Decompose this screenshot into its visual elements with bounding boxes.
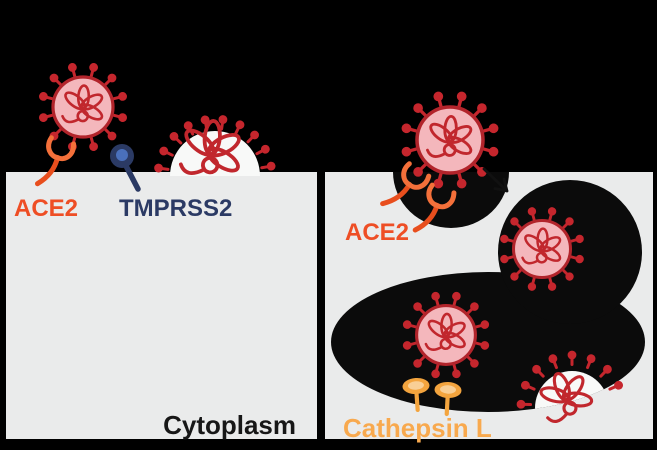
released-spikes bbox=[154, 115, 276, 173]
cell-left bbox=[6, 172, 317, 439]
escaping-spikes bbox=[516, 350, 623, 409]
tmprss2-icon bbox=[110, 144, 141, 192]
cytoplasm-label: Cytoplasm bbox=[163, 410, 296, 440]
cathepsin-l-label: Cathepsin L bbox=[343, 413, 492, 443]
endocytosis-arrow-icon bbox=[482, 167, 509, 193]
virus-particle-in-endosome bbox=[499, 206, 584, 291]
ace2-label-right: ACE2 bbox=[345, 219, 409, 246]
virus-particle-endocytosis bbox=[401, 91, 500, 190]
ace2-label-left: ACE2 bbox=[14, 195, 78, 222]
virus-particle-in-endosome bbox=[402, 291, 490, 379]
tmprss2-label: TMPRSS2 bbox=[119, 195, 232, 222]
